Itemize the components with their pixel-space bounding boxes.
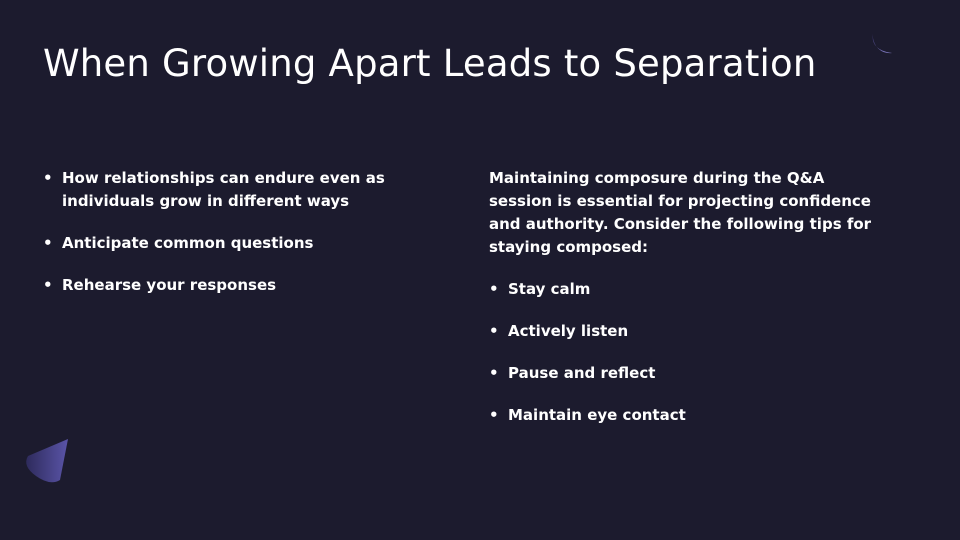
bullet-item: Maintain eye contact bbox=[489, 404, 889, 427]
bullet-item: Actively listen bbox=[489, 320, 889, 343]
left-bullet-list: How relationships can endure even as ind… bbox=[43, 167, 473, 297]
crescent-moon-icon bbox=[872, 33, 892, 54]
right-column: Maintaining composure during the Q&A ses… bbox=[489, 167, 889, 446]
left-column: How relationships can endure even as ind… bbox=[43, 167, 473, 316]
right-bullet-list: Stay calm Actively listen Pause and refl… bbox=[489, 278, 889, 427]
bullet-item: Stay calm bbox=[489, 278, 889, 301]
intro-paragraph: Maintaining composure during the Q&A ses… bbox=[489, 169, 872, 256]
bullet-item: Anticipate common questions bbox=[43, 232, 473, 255]
cone-shape-icon bbox=[26, 439, 68, 483]
slide-title: When Growing Apart Leads to Separation bbox=[43, 42, 817, 85]
bullet-item: How relationships can endure even as ind… bbox=[43, 167, 473, 213]
bullet-item: Pause and reflect bbox=[489, 362, 889, 385]
bullet-item: Rehearse your responses bbox=[43, 274, 473, 297]
